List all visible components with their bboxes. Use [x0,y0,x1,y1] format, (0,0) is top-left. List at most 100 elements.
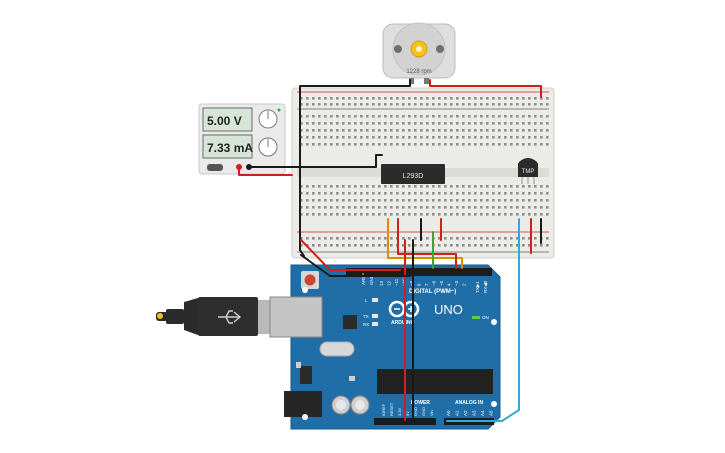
breadboard-hole[interactable] [540,136,543,139]
breadboard-hole[interactable] [330,213,333,216]
breadboard-hole[interactable] [444,244,447,247]
breadboard-hole[interactable] [510,185,513,188]
breadboard-hole[interactable] [354,206,357,209]
breadboard-hole[interactable] [540,199,543,202]
breadboard-hole[interactable] [432,103,435,106]
breadboard-hole[interactable] [336,143,339,146]
breadboard-hole[interactable] [348,136,351,139]
breadboard-hole[interactable] [456,143,459,146]
breadboard-hole[interactable] [438,122,441,125]
breadboard-hole[interactable] [384,213,387,216]
breadboard-hole[interactable] [336,136,339,139]
breadboard-hole[interactable] [354,237,357,240]
breadboard-hole[interactable] [510,199,513,202]
breadboard-hole[interactable] [480,103,483,106]
breadboard-hole[interactable] [546,115,549,118]
breadboard-hole[interactable] [480,185,483,188]
breadboard-hole[interactable] [540,129,543,132]
breadboard-hole[interactable] [378,244,381,247]
breadboard-hole[interactable] [534,237,537,240]
breadboard-hole[interactable] [324,122,327,125]
breadboard-hole[interactable] [528,199,531,202]
breadboard-hole[interactable] [426,185,429,188]
breadboard-hole[interactable] [414,129,417,132]
breadboard-hole[interactable] [372,143,375,146]
breadboard-hole[interactable] [534,143,537,146]
breadboard-hole[interactable] [402,143,405,146]
breadboard-hole[interactable] [438,97,441,100]
breadboard-hole[interactable] [384,115,387,118]
breadboard-hole[interactable] [492,206,495,209]
breadboard-hole[interactable] [420,103,423,106]
breadboard-hole[interactable] [516,129,519,132]
breadboard-hole[interactable] [504,192,507,195]
breadboard-hole[interactable] [510,122,513,125]
breadboard-hole[interactable] [324,185,327,188]
breadboard-hole[interactable] [450,129,453,132]
breadboard-hole[interactable] [336,244,339,247]
breadboard-hole[interactable] [306,206,309,209]
breadboard-hole[interactable] [468,199,471,202]
breadboard-hole[interactable] [498,244,501,247]
breadboard-hole[interactable] [330,206,333,209]
breadboard-hole[interactable] [480,129,483,132]
breadboard-hole[interactable] [480,237,483,240]
breadboard-hole[interactable] [540,206,543,209]
breadboard-hole[interactable] [396,129,399,132]
breadboard-hole[interactable] [528,115,531,118]
breadboard-hole[interactable] [336,237,339,240]
breadboard-hole[interactable] [462,136,465,139]
breadboard-hole[interactable] [444,129,447,132]
breadboard-hole[interactable] [516,122,519,125]
breadboard-hole[interactable] [462,213,465,216]
breadboard-hole[interactable] [354,136,357,139]
breadboard-hole[interactable] [408,122,411,125]
breadboard-hole[interactable] [342,213,345,216]
breadboard-hole[interactable] [486,199,489,202]
breadboard-hole[interactable] [540,244,543,247]
breadboard-hole[interactable] [414,136,417,139]
breadboard-hole[interactable] [468,129,471,132]
breadboard-hole[interactable] [300,206,303,209]
breadboard-hole[interactable] [414,143,417,146]
breadboard-hole[interactable] [474,129,477,132]
breadboard-hole[interactable] [546,206,549,209]
breadboard-hole[interactable] [432,136,435,139]
breadboard-hole[interactable] [348,115,351,118]
breadboard-hole[interactable] [492,129,495,132]
breadboard-hole[interactable] [426,244,429,247]
breadboard-hole[interactable] [300,185,303,188]
breadboard-hole[interactable] [312,185,315,188]
breadboard-hole[interactable] [456,206,459,209]
breadboard-hole[interactable] [420,213,423,216]
power-switch[interactable] [207,164,223,171]
breadboard-hole[interactable] [318,143,321,146]
breadboard-hole[interactable] [324,192,327,195]
breadboard-hole[interactable] [396,206,399,209]
breadboard-hole[interactable] [402,129,405,132]
breadboard-hole[interactable] [522,237,525,240]
breadboard-hole[interactable] [300,143,303,146]
breadboard-hole[interactable] [474,143,477,146]
breadboard-hole[interactable] [468,213,471,216]
breadboard-hole[interactable] [492,103,495,106]
breadboard-hole[interactable] [528,192,531,195]
breadboard-hole[interactable] [300,103,303,106]
breadboard-hole[interactable] [402,136,405,139]
breadboard-hole[interactable] [318,185,321,188]
breadboard-hole[interactable] [486,122,489,125]
breadboard-hole[interactable] [534,199,537,202]
breadboard-hole[interactable] [468,143,471,146]
breadboard-hole[interactable] [396,115,399,118]
breadboard-hole[interactable] [456,97,459,100]
breadboard-hole[interactable] [402,97,405,100]
breadboard-hole[interactable] [456,192,459,195]
breadboard-hole[interactable] [432,199,435,202]
breadboard-hole[interactable] [450,97,453,100]
breadboard-hole[interactable] [534,129,537,132]
breadboard-hole[interactable] [372,185,375,188]
breadboard-hole[interactable] [546,122,549,125]
breadboard-hole[interactable] [300,192,303,195]
breadboard-hole[interactable] [300,213,303,216]
breadboard-hole[interactable] [306,129,309,132]
